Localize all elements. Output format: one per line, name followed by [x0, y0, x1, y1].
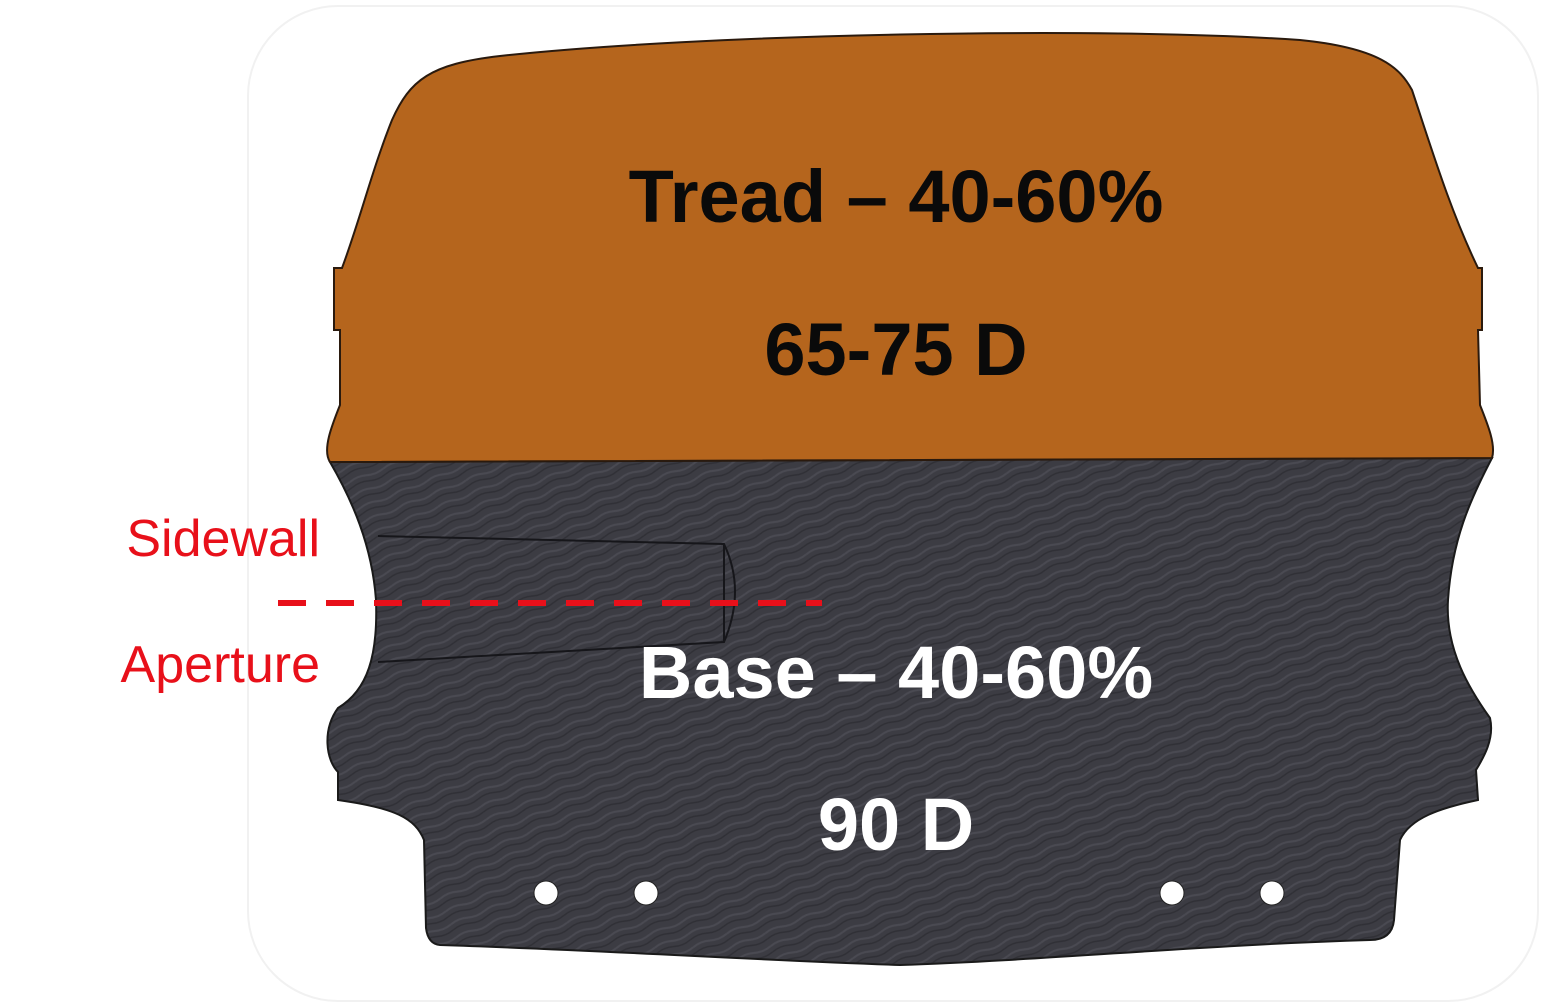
- tread-body: [326, 32, 1494, 464]
- mounting-hole: [1159, 880, 1185, 906]
- base-body: [326, 456, 1494, 967]
- tread-title: Tread – 40-60%: [629, 155, 1164, 238]
- sidewall-label: Sidewall: [126, 510, 320, 568]
- background-frame: [247, 5, 1539, 1002]
- mounting-hole: [533, 880, 559, 906]
- mounting-hole: [633, 880, 659, 906]
- aperture-pocket: [377, 535, 736, 663]
- aperture-label: Aperture: [121, 636, 320, 694]
- base-title: Base – 40-60%: [639, 631, 1153, 714]
- mounting-hole: [1259, 880, 1285, 906]
- base-hardness: 90 D: [818, 783, 974, 866]
- tread-hardness: 65-75 D: [764, 308, 1027, 391]
